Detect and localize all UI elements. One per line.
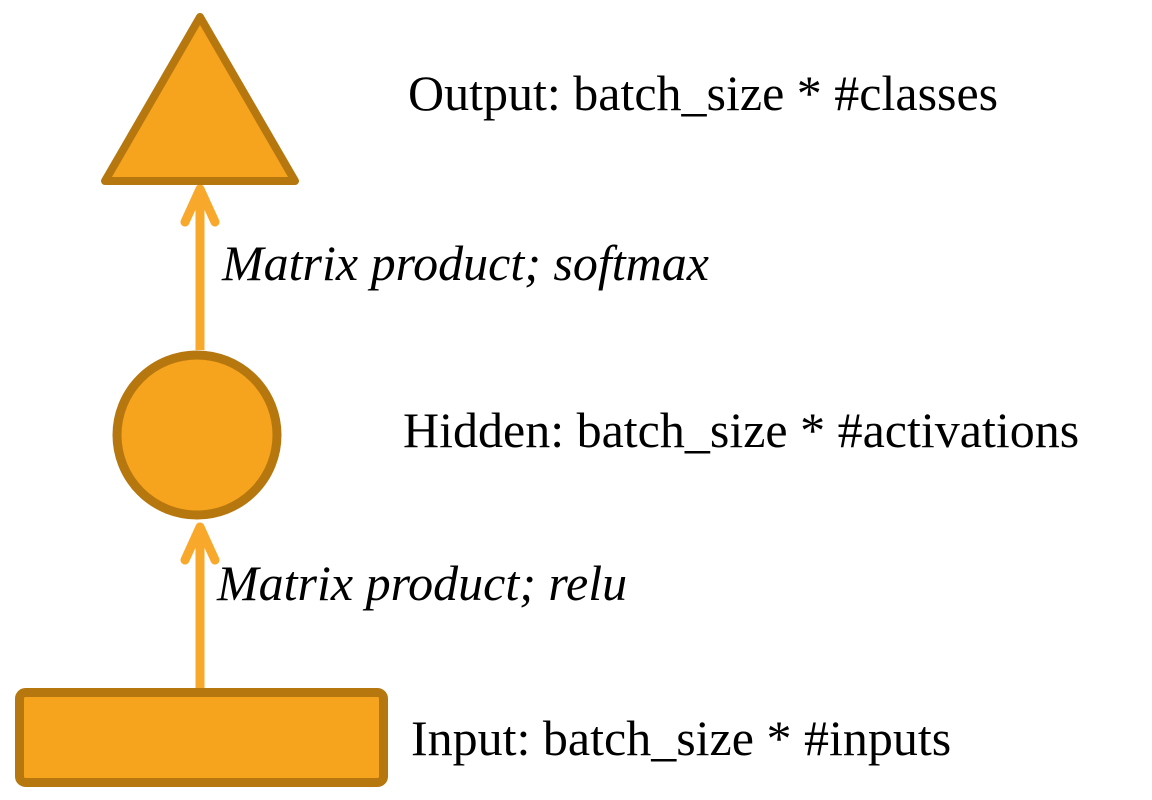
- input-rectangle-shape: [15, 688, 388, 787]
- softmax-arrowhead-icon: [180, 184, 220, 227]
- input-node-label: Input: batch_size * #inputs: [411, 710, 952, 766]
- output-triangle-shape: [101, 13, 299, 185]
- relu-arrow: [180, 522, 220, 690]
- relu-edge-label: Matrix product; relu: [217, 555, 628, 611]
- relu-arrowhead-icon: [180, 522, 220, 565]
- hidden-node-label: Hidden: batch_size * #activations: [403, 402, 1080, 458]
- output-node-label: Output: batch_size * #classes: [408, 65, 999, 121]
- softmax-arrow: [180, 184, 220, 350]
- hidden-circle-shape: [112, 350, 282, 520]
- softmax-edge-label: Matrix product; softmax: [222, 235, 709, 291]
